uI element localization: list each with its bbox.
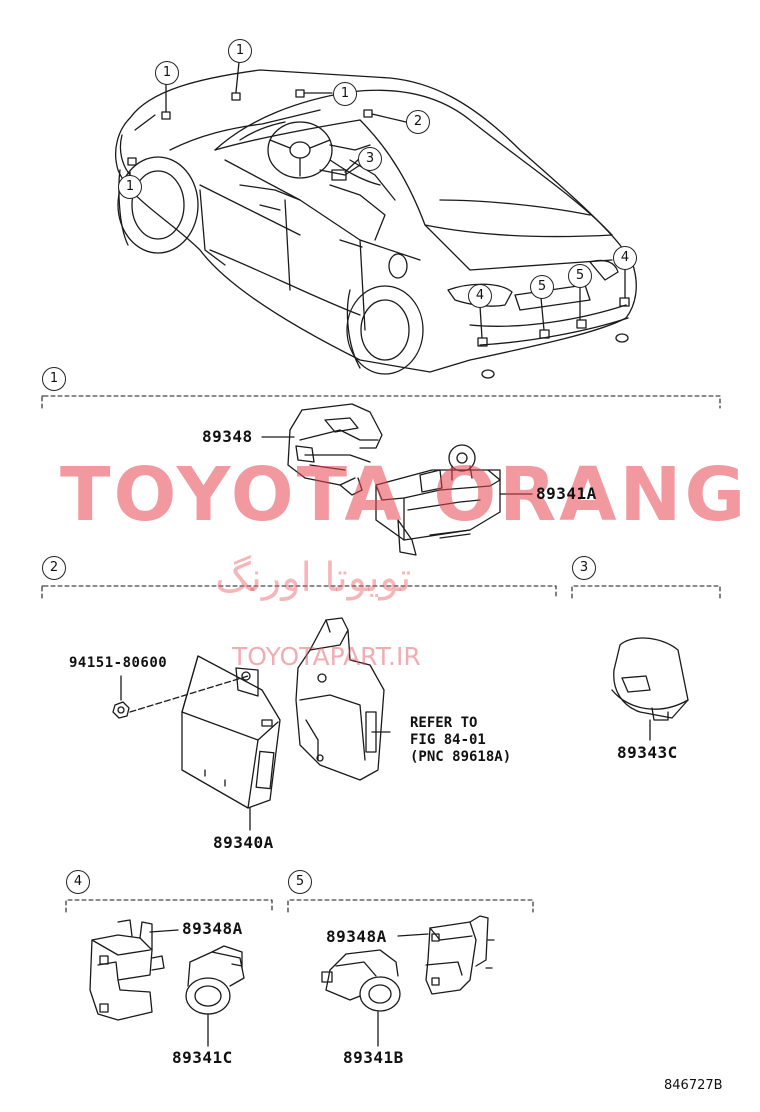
- section-brackets: [41, 395, 721, 913]
- part-89341a-sensor: [375, 444, 501, 556]
- part-89341c-sensor: [185, 945, 245, 1047]
- car-callout: 4: [468, 284, 492, 308]
- watermark-brand: TOYOTA ORANG: [60, 452, 749, 538]
- car-callout: 1: [228, 39, 252, 63]
- car-callout: 1: [333, 82, 357, 106]
- car-callout: 3: [358, 147, 382, 171]
- part-89343c-sensor: [611, 637, 689, 741]
- section-number: 3: [572, 556, 596, 580]
- section-number: 2: [42, 556, 66, 580]
- car-callout: 1: [155, 61, 179, 85]
- part-89348-bracket: [287, 403, 383, 496]
- part-label: 89348: [202, 427, 253, 446]
- part-label: 89341A: [536, 484, 597, 503]
- car-callout: 1: [118, 175, 142, 199]
- watermark-brand-persian: تویوتا اورنگ: [215, 555, 412, 601]
- part-label: 89348A: [326, 927, 387, 946]
- part-label: 89340A: [213, 833, 274, 852]
- part-89340a-ecu: [181, 655, 281, 809]
- part-label: 94151-80600: [69, 655, 168, 671]
- car-callout: 2: [406, 110, 430, 134]
- part-label: 89343C: [617, 743, 678, 762]
- section-number: 5: [288, 870, 312, 894]
- part-89348a-bracket-5: [397, 915, 495, 995]
- part-89341b-sensor: [321, 949, 401, 1047]
- part-label: 89341C: [172, 1048, 233, 1067]
- part-89348a-bracket-4: [89, 919, 179, 1021]
- section-number: 1: [42, 367, 66, 391]
- watermark-url: TOYOTAPART.IR: [232, 642, 421, 671]
- car-illustration: [115, 61, 637, 379]
- drawing-code: 846727B: [664, 1078, 723, 1093]
- car-callout: 5: [568, 264, 592, 288]
- part-label: 89341B: [343, 1048, 404, 1067]
- part-94151-80600-nut: [112, 675, 249, 719]
- car-callout: 4: [613, 246, 637, 270]
- part-label: 89348A: [182, 919, 243, 938]
- section-number: 4: [66, 870, 90, 894]
- car-callout: 5: [530, 275, 554, 299]
- refer-note: REFER TO FIG 84-01 (PNC 89618A): [410, 715, 512, 765]
